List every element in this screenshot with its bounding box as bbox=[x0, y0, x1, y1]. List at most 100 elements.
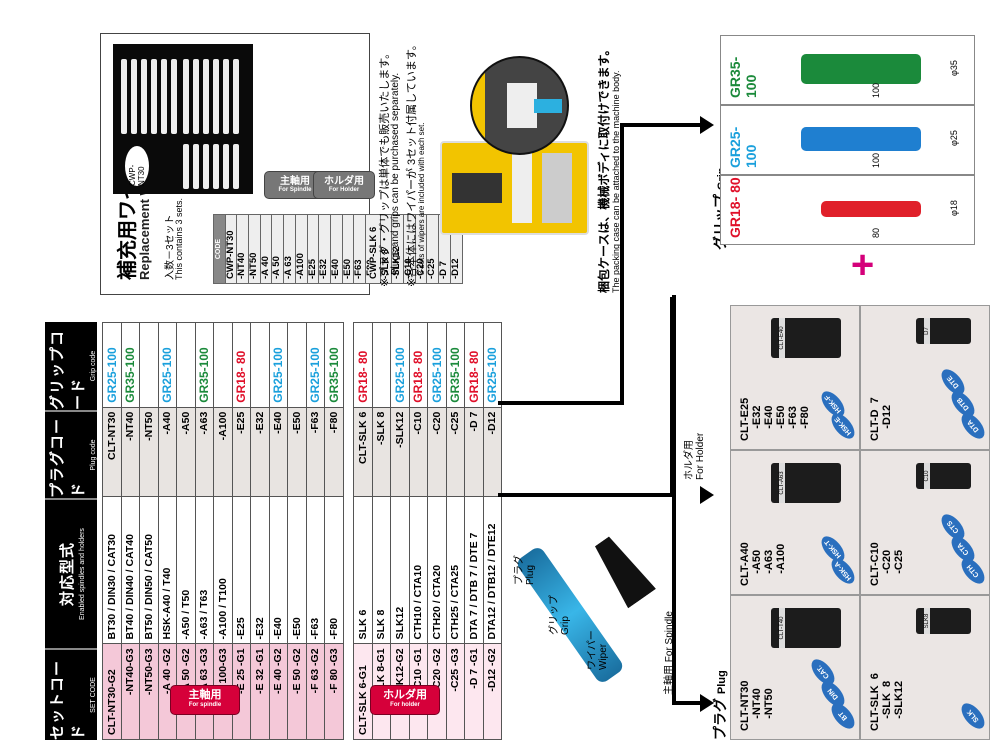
set-code-cell: -E 50 -G2 bbox=[287, 643, 306, 740]
plug-code-cell: -E32 bbox=[250, 407, 269, 497]
header-sublabel: Plug code bbox=[89, 439, 97, 471]
wiper-photo-label: CWP-NT30 bbox=[125, 146, 149, 186]
connector-line bbox=[498, 401, 623, 405]
plug-code-cell: -D 7 bbox=[464, 407, 483, 497]
grip-code-cell: GR18- 80 bbox=[409, 322, 428, 408]
plug-codes: CLT-SLK 6 -SLK 8 -SLK12 bbox=[869, 673, 905, 731]
note-packing-case: 梱包ケースは、機械ボディに取付けできます。 bbox=[597, 43, 611, 293]
enabled-cell: BT50 / DIN50 / CAT50 bbox=[139, 496, 158, 644]
plus-sign: + bbox=[850, 242, 875, 287]
set-code-cell: -F 80 -G3 bbox=[324, 643, 343, 740]
plug-image-label: C10 bbox=[924, 463, 930, 489]
spindle-badge: 主軸用 For spindle bbox=[170, 685, 240, 715]
header-sublabel: SET CODE bbox=[89, 677, 97, 713]
table-header: セットコード SET CODE 対応型式 Enabled spindles an… bbox=[45, 322, 97, 740]
enabled-cell: SLK12 bbox=[390, 496, 409, 644]
enabled-cell: HSK-A40 / T40 bbox=[158, 496, 177, 644]
enabled-cell: SLK 6 bbox=[353, 496, 372, 644]
plug-title-en: Plug bbox=[716, 670, 728, 695]
grip-code-cell bbox=[139, 322, 158, 408]
enabled-cell: -E32 bbox=[250, 496, 269, 644]
plug-codes: CLT-NT30 -NT40 -NT50 bbox=[739, 680, 775, 731]
enabled-cell: -A100 / T100 bbox=[213, 496, 232, 644]
enabled-cell: CTH20 / CTA20 bbox=[427, 496, 446, 644]
grip-code-cell: GR25-100 bbox=[427, 322, 446, 408]
plug-image: D7 bbox=[916, 318, 971, 344]
header-sublabel: Grip code bbox=[89, 350, 97, 382]
plug-code-cell: -C10 bbox=[409, 407, 428, 497]
badge-sublabel: For holder bbox=[390, 702, 420, 708]
grip-code-cell bbox=[213, 322, 232, 408]
wiper-code: -E40 bbox=[330, 214, 343, 284]
label-wiper-jp: ワイパー bbox=[587, 630, 598, 670]
badge-label: ホルダ用 bbox=[324, 176, 364, 187]
header-sublabel: Enabled spindles and holders bbox=[79, 528, 86, 620]
grip-code-cell: GR25-100 bbox=[269, 322, 288, 408]
enabled-cell: SLK 8 bbox=[372, 496, 391, 644]
machine-panel bbox=[452, 173, 502, 203]
enabled-cell: -A50 / T50 bbox=[176, 496, 195, 644]
header-label: セットコード bbox=[48, 659, 87, 740]
connector-line bbox=[620, 123, 705, 127]
enabled-cell: CTH25 / CTA25 bbox=[446, 496, 465, 644]
enabled-cell: -F80 bbox=[324, 496, 343, 644]
set-code-cell: -C25 -G3 bbox=[446, 643, 465, 740]
header-label: プラグコード bbox=[48, 417, 87, 498]
note-separate-purchase-en: Plugs and grips can be purchased separat… bbox=[390, 72, 401, 275]
grip-length: 100 bbox=[871, 82, 881, 98]
label-plug-jp: プラグ bbox=[514, 555, 525, 585]
grip-code-cell: GR25-100 bbox=[483, 322, 502, 408]
table-row: -E 32 -G1-E32-E32 bbox=[250, 322, 269, 740]
plug-code-cell: -NT50 bbox=[139, 407, 158, 497]
badge-label: 主軸用 bbox=[188, 689, 222, 701]
label-plug-en: Plug bbox=[525, 564, 536, 585]
set-code-cell: CLT-NT30-G2 bbox=[102, 643, 121, 740]
packing-case bbox=[507, 83, 537, 128]
header-plug-code: プラグコード Plug code bbox=[45, 410, 97, 498]
grip-diameter: φ25 bbox=[949, 130, 959, 146]
label-for-holder-en: For Holder bbox=[695, 432, 706, 480]
wiper-code: -A100 bbox=[295, 214, 308, 284]
grip-diameter: φ18 bbox=[949, 200, 959, 216]
grip-length: 80 bbox=[871, 227, 881, 238]
label-wiper-en: Wiper bbox=[598, 643, 609, 670]
enabled-cell: DTA 7 / DTB 7 / DTE 7 bbox=[464, 496, 483, 644]
wiper-strip-set bbox=[183, 59, 239, 134]
plug-code-cell: -F63 bbox=[306, 407, 325, 497]
plug-code-cell: -C20 bbox=[427, 407, 446, 497]
set-code-cell: -NT40-G3 bbox=[121, 643, 140, 740]
plug-codes: CLT-A40 -A50 -A63 -A100 bbox=[739, 542, 787, 586]
label-grip-en: Grip bbox=[560, 616, 571, 635]
grip-length: 100 bbox=[871, 152, 881, 168]
plug-code-cell: -A50 bbox=[176, 407, 195, 497]
plug-code-cell: -A40 bbox=[158, 407, 177, 497]
plug-codes: CLT-C10 -C20 -C25 bbox=[869, 542, 905, 586]
enabled-cell: -E25 bbox=[232, 496, 251, 644]
grip-code-cell bbox=[250, 322, 269, 408]
replacement-wiper-box: 補充用ワイパー Replacement Wiper 入数－3セット This c… bbox=[100, 33, 463, 295]
grip-code-cell: GR35-100 bbox=[446, 322, 465, 408]
set-code-cell: -E 32 -G1 bbox=[250, 643, 269, 740]
table-row: -E 50 -G2-E50-E50 bbox=[287, 322, 306, 740]
grip-code-cell: GR35-100 bbox=[121, 322, 140, 408]
badge-sublabel: For Holder bbox=[328, 187, 360, 193]
set-code-cell: -D 7 -G1 bbox=[464, 643, 483, 740]
wiper-code: -NT50 bbox=[248, 214, 261, 284]
header-label: グリップコード bbox=[48, 329, 87, 410]
plug-code-cell: -F80 bbox=[324, 407, 343, 497]
plug-code-cell: -SLK 8 bbox=[372, 407, 391, 497]
grip-image bbox=[821, 201, 921, 217]
plug-code-cell: -E50 bbox=[287, 407, 306, 497]
